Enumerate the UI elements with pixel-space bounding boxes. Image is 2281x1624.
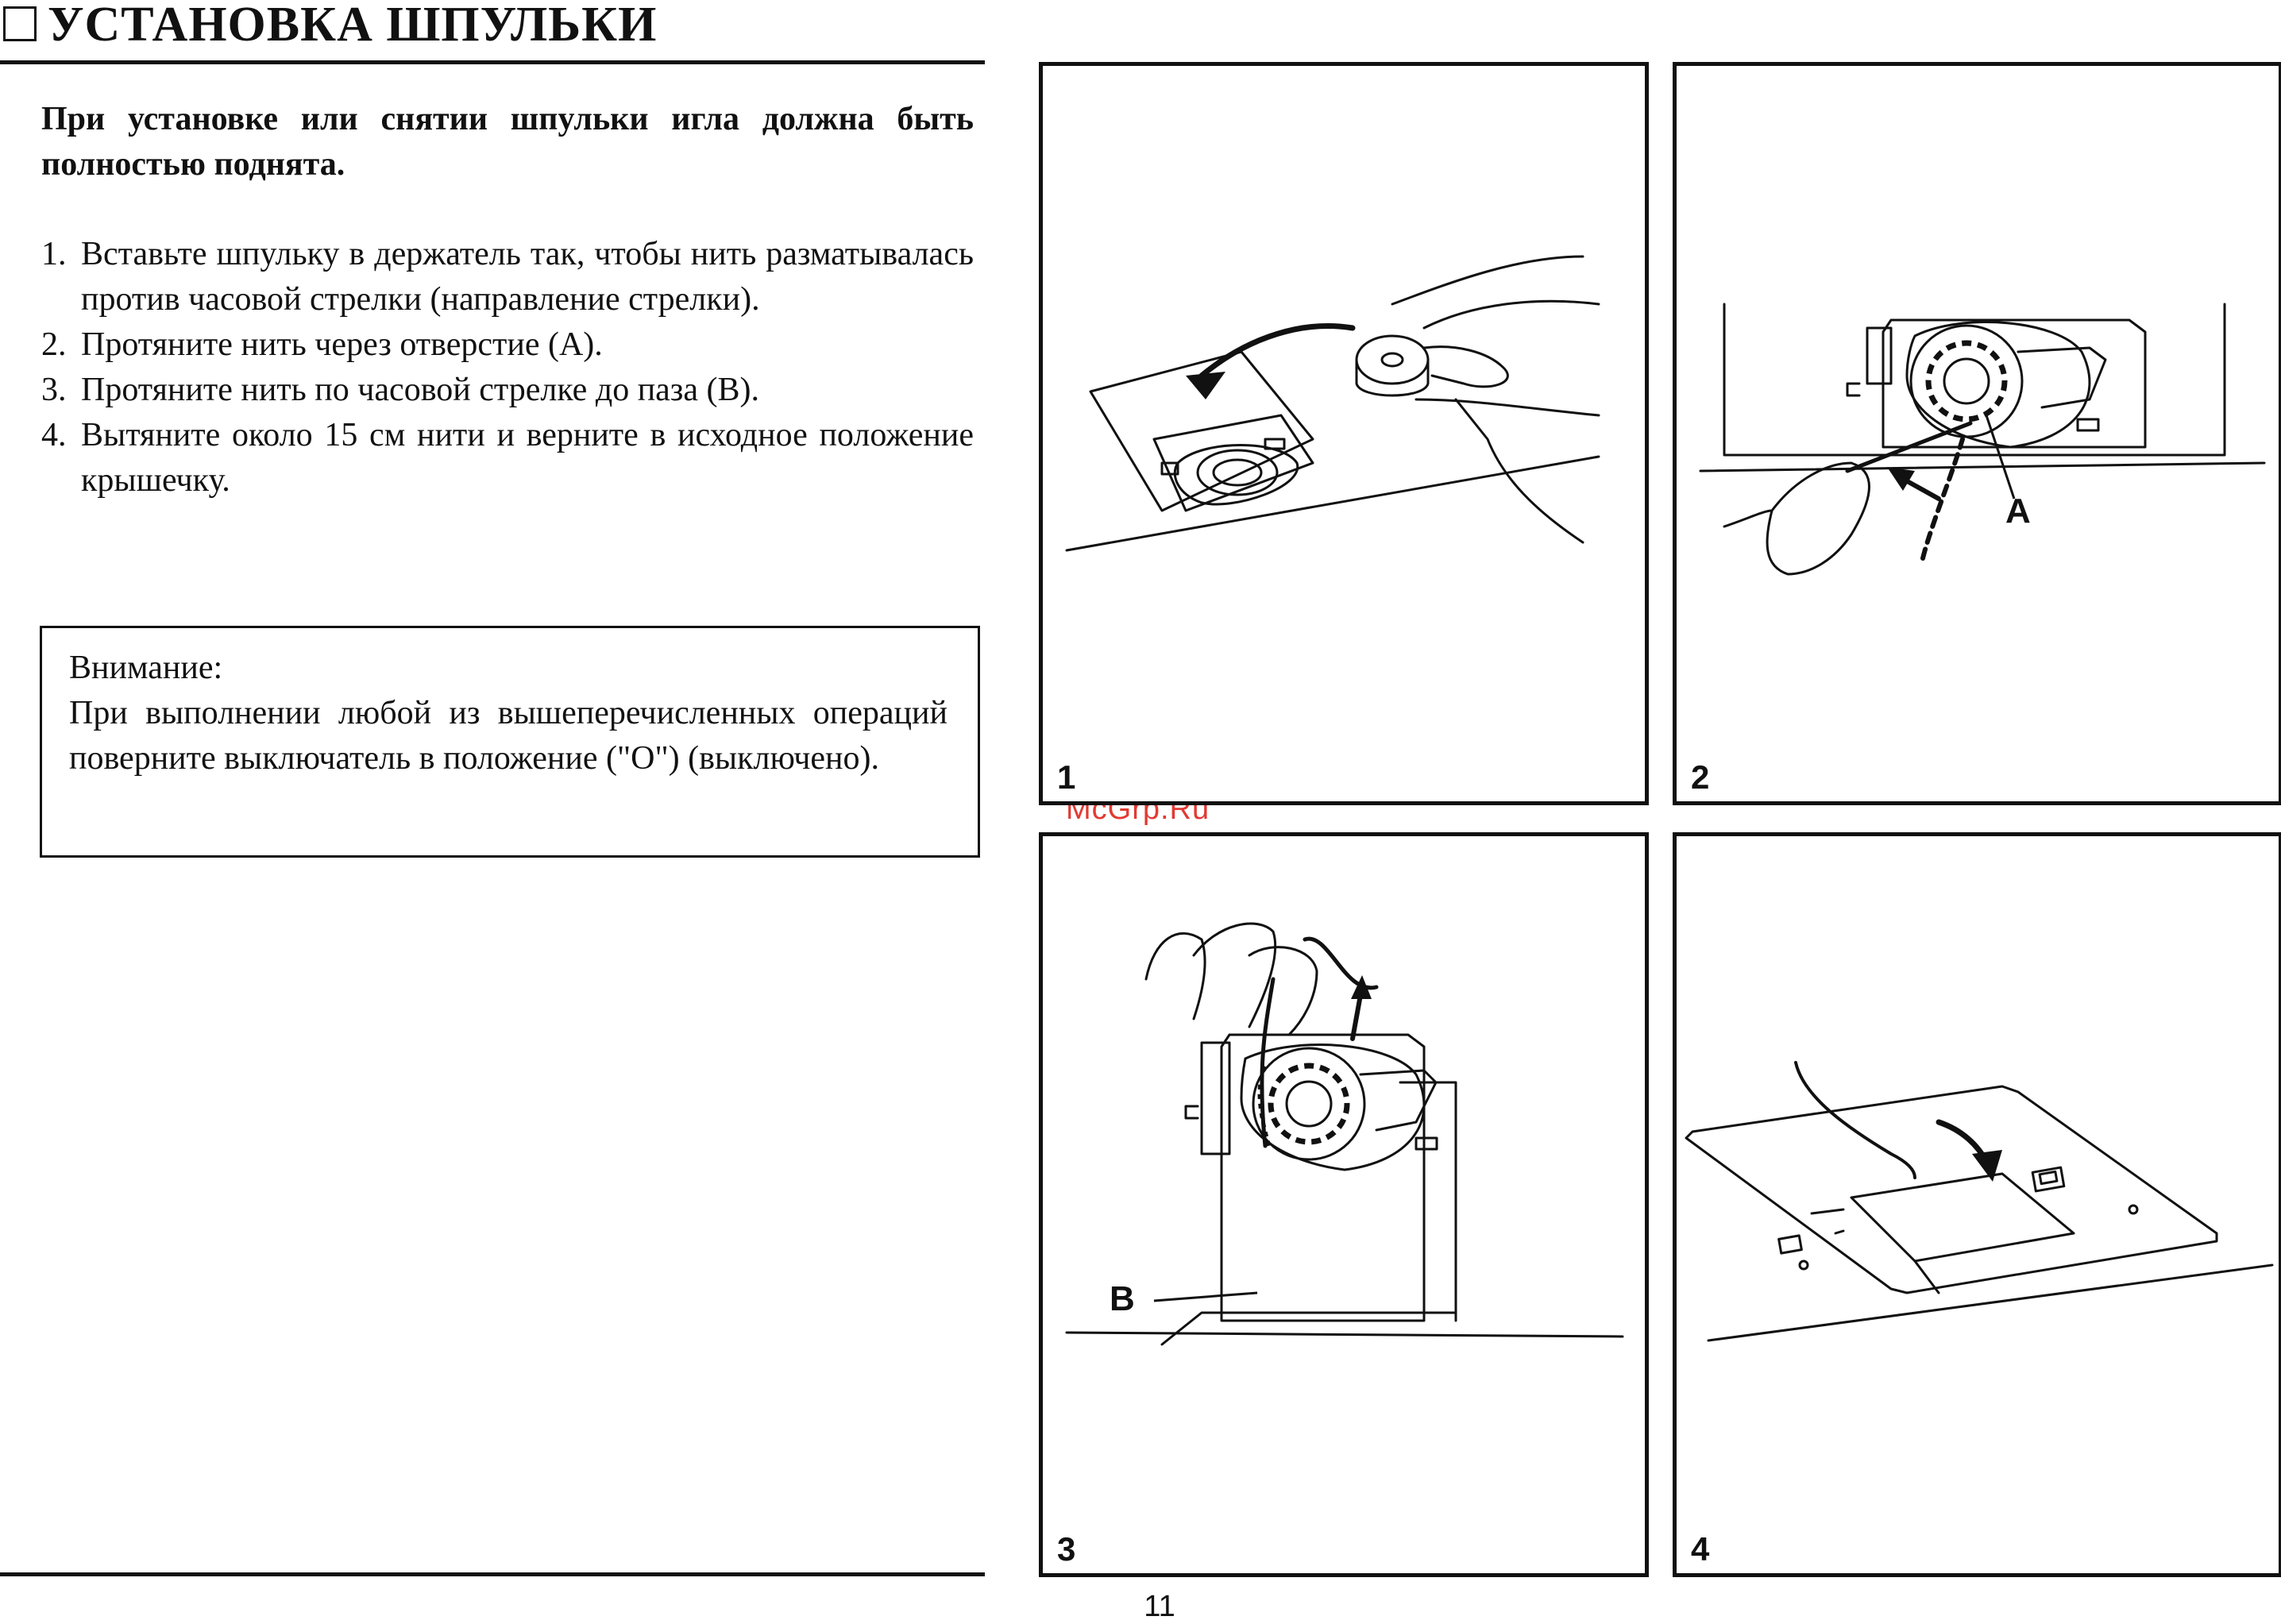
header-rule [0, 60, 985, 64]
caution-heading: Внимание: [69, 650, 223, 686]
figure-panel-2: A 2 [1673, 62, 2281, 805]
footer-rule [0, 1572, 985, 1576]
step-number: 2. [41, 326, 67, 363]
figure-panel-1: 1 [1039, 62, 1649, 805]
step-text: Вытяните около 15 см нити и верните в ис… [81, 417, 974, 499]
step-text: Протяните нить через отверстие (А). [81, 326, 603, 363]
figure-1-illustration [1065, 255, 1600, 552]
figure-3-illustration [1065, 922, 1624, 1346]
page-header: УСТАНОВКА ШПУЛЬКИ [0, 0, 985, 64]
caution-box: Внимание: При выполнении любой из вышепе… [40, 626, 980, 858]
step-item: 1. Вставьте шпульку в держатель так, чтоб… [41, 232, 974, 322]
step-number: 4. [41, 417, 67, 453]
step-text: Протяните нить по часовой стрелке до паз… [81, 372, 760, 408]
figure-number: 2 [1691, 758, 1710, 796]
figure-number: 3 [1057, 1530, 1076, 1568]
step-number: 3. [41, 372, 67, 408]
intro-warning: При установке или снятии шпульки игла до… [41, 101, 974, 183]
step-item: 3. Протяните нить по часовой стрелке до п… [41, 368, 974, 413]
callout-label-b: B [1110, 1279, 1135, 1318]
figure-panel-3: B 3 [1039, 832, 1649, 1577]
section-checkbox-icon [3, 6, 37, 41]
page-number: 11 [1144, 1590, 1175, 1623]
figure-2-illustration [1699, 303, 2266, 576]
step-text: Вставьте шпульку в держатель так, чтобы … [81, 236, 974, 318]
steps-list: 1. Вставьте шпульку в держатель так, чтоб… [41, 232, 974, 503]
caution-text: При выполнении любой из вышеперечисленны… [69, 695, 948, 777]
figure-panel-4: 4 [1673, 832, 2281, 1577]
figure-number: 4 [1691, 1530, 1710, 1568]
page-title: УСТАНОВКА ШПУЛЬКИ [48, 0, 658, 52]
step-number: 1. [41, 236, 67, 272]
callout-label-a: A [2005, 492, 2031, 530]
step-item: 2. Протяните нить через отверстие (А). [41, 322, 974, 368]
step-item: 4. Вытяните около 15 см нити и верните в … [41, 413, 974, 503]
figure-4-illustration [1685, 1061, 2274, 1342]
figure-number: 1 [1057, 758, 1076, 796]
